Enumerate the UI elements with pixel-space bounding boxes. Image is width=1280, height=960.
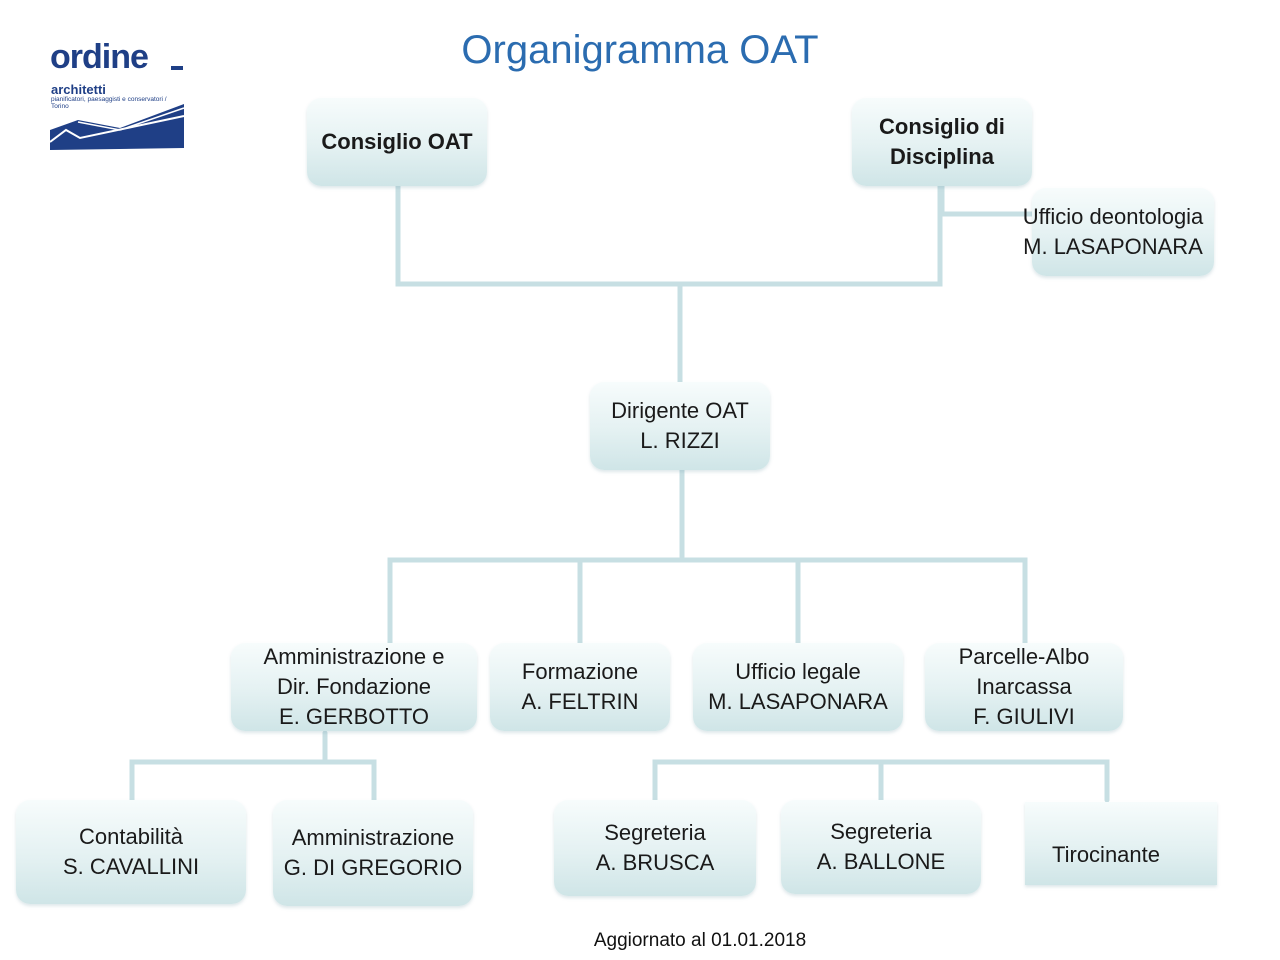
node-formazione: Formazione A. FELTRIN [490,643,670,731]
connector-dirigente-to-departments [387,465,1028,646]
node-contabilita: Contabilità S. CAVALLINI [16,800,246,904]
footer-updated-date: Aggiornato al 01.01.2018 [593,930,807,951]
node-parcelle-albo: Parcelle-Albo Inarcassa F. GIULIVI [925,643,1123,731]
node-amministrazione-fondazione: Amministrazione e Dir. Fondazione E. GER… [231,643,477,731]
node-segreteria-brusca: Segreteria A. BRUSCA [554,800,756,896]
node-ufficio-deontologia: Ufficio deontologia M. LASAPONARA [1023,188,1214,276]
logo-mark-icon [50,104,185,150]
logo-subtitle-small: pianificatori, paesaggisti e conservator… [51,96,167,110]
logo-wordmark: ordine [50,38,149,76]
node-tirocinante: Tirocinante [1025,802,1217,885]
node-segreteria-ballone: Segreteria A. BALLONE [781,800,981,894]
node-ufficio-legale: Ufficio legale M. LASAPONARA [693,643,903,731]
logo-underscore [171,66,183,70]
node-consiglio-oat: Consiglio OAT [307,98,487,186]
node-consiglio-disciplina: Consiglio di Disciplina [852,98,1032,186]
connector-disciplina-to-deontologia [939,183,1037,217]
connector-amministrazione-to-staff [129,730,377,803]
logo-subtitle: architetti [51,82,106,97]
page-title: Organigramma OAT [461,28,819,72]
connector-consiglio-to-dirigente [395,183,943,385]
node-amministrazione: Amministrazione G. DI GREGORIO [273,800,473,906]
ordine-architetti-logo: ordine architetti pianificatori, paesagg… [50,38,190,158]
connector-parcelle-to-staff [652,759,1110,803]
node-dirigente-oat: Dirigente OAT L. RIZZI [590,382,770,470]
